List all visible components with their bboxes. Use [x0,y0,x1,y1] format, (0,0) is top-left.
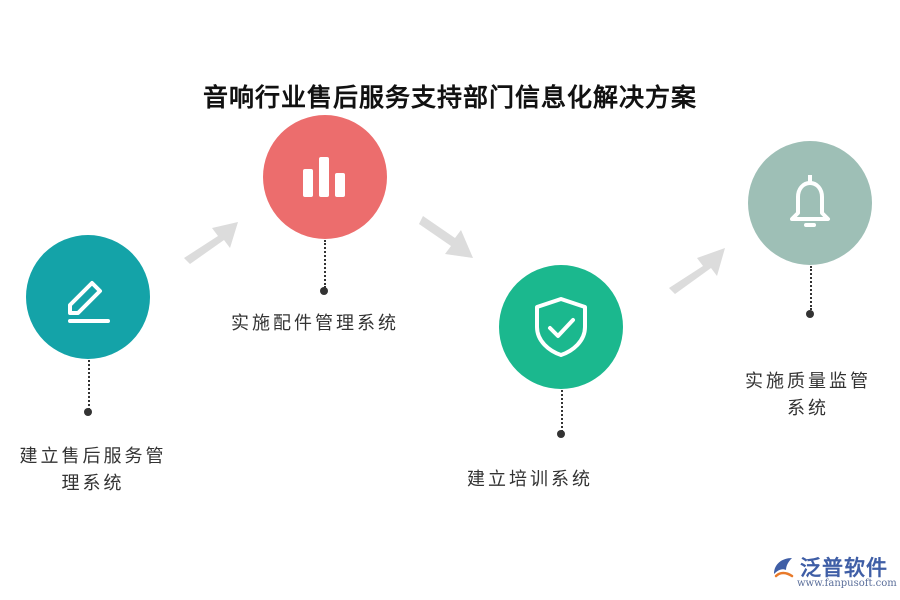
step-3-label: 建立培训系统 [467,469,593,490]
logo-text: 泛普软件 [800,556,888,580]
step-4-circle [748,141,872,265]
bell-icon [790,175,830,227]
arrow-up-right-icon [669,248,725,294]
step-2-label: 实施配件管理系统 [231,313,399,334]
brand-logo: 泛普软件 [770,552,888,582]
connector-line [810,266,812,310]
bar-chart-icon [303,157,345,197]
connector-dot [84,408,92,416]
connector-dot [806,310,814,318]
fanpu-logo-icon [774,558,794,578]
connector-dot [320,287,328,295]
step-4-label: 实施质量监管 系统 [745,371,871,419]
connector-line [88,360,90,410]
step-1-circle [26,235,150,359]
connector-line [561,390,563,432]
pencil-icon [68,281,110,323]
arrow-up-right-icon [184,222,238,264]
step-1-label: 建立售后服务管 理系统 [19,446,167,494]
arrow-down-right-icon [419,216,473,258]
step-3-circle [499,265,623,389]
logo-url: www.fanpusoft.com [797,578,897,589]
page-title: 音响行业售后服务支持部门信息化解决方案 [202,83,697,112]
connector-line [324,240,326,288]
shield-check-icon [535,297,587,357]
connector-dot [557,430,565,438]
step-2-circle [263,115,387,239]
